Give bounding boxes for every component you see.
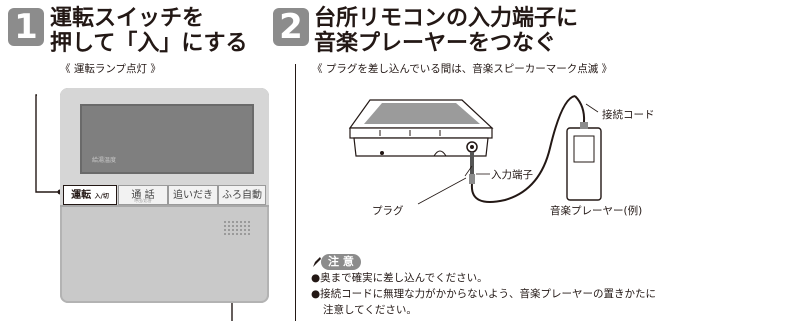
remote-upper-panel: 給湯温度 運転 入/切 通 話 呼出/応答 追いだき ふろ自動 (60, 88, 269, 207)
step-1-title-line2: 押して「入」にする (50, 31, 248, 56)
step-2-number: 2 (273, 8, 309, 46)
reheat-button[interactable]: 追いだき (168, 185, 218, 205)
kitchen-remote: 給湯温度 運転 入/切 通 話 呼出/応答 追いだき ふろ自動 (60, 88, 269, 303)
remote-side-view (348, 99, 494, 157)
caution-badge: 注 意 (321, 254, 361, 270)
caution-line-2: ●接続コードに無理な力がかからないよう、音楽プレーヤーの置きかたに (311, 288, 656, 300)
speaker-grille (223, 220, 251, 236)
connection-diagram (348, 95, 602, 205)
display-label: 給湯温度 (92, 157, 117, 164)
power-button-sub: 入/切 (94, 193, 109, 200)
step-2-title-line1: 台所リモコンの入力端子に (314, 6, 579, 31)
plug-icon (470, 152, 474, 174)
plug-label: プラグ (372, 205, 404, 217)
remote-display: 給湯温度 (80, 104, 254, 174)
caution-line-3: 注意してください。 (323, 304, 417, 316)
step-2-title-line2: 音楽プレーヤーをつなぐ (314, 31, 557, 56)
power-button-label: 運転 (71, 190, 92, 201)
intercom-button[interactable]: 通 話 呼出/応答 (118, 185, 168, 205)
pencil-icon (313, 257, 321, 267)
step-1-subtitle: 《 運転ランプ点灯 》 (60, 63, 161, 75)
intercom-button-sub: 呼出/応答 (134, 198, 152, 203)
jack-label: 入力端子 (491, 169, 533, 181)
intercom-button-label: 通 話 (131, 190, 155, 201)
step-1-number: 1 (8, 8, 44, 46)
section-divider (295, 64, 297, 321)
step-1-title-line1: 運転スイッチを (50, 6, 205, 31)
player-label: 音楽プレーヤー(例) (550, 205, 643, 217)
step-2-subtitle: 《 プラグを差し込んでいる間は、音楽スピーカーマーク点滅 》 (312, 63, 613, 75)
caution-line-1: ●奥まで確実に差し込んでください。 (311, 272, 488, 284)
auto-bath-button[interactable]: ふろ自動 (218, 185, 266, 205)
power-button[interactable]: 運転 入/切 (63, 185, 117, 205)
music-player-icon (566, 122, 602, 201)
cord-label: 接続コード (602, 109, 655, 121)
